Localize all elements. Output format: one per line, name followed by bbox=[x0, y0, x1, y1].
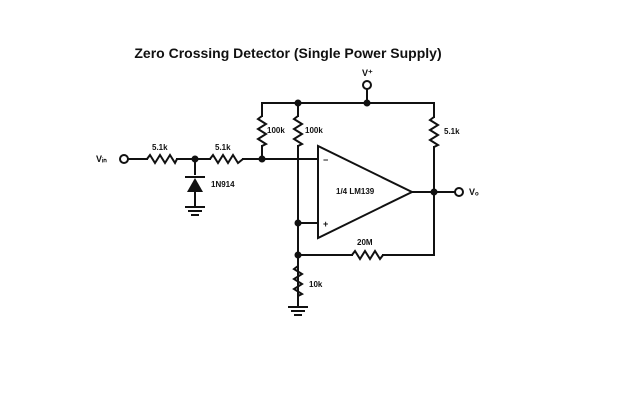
ground-symbol-diode bbox=[185, 206, 205, 216]
junction-output bbox=[430, 188, 438, 196]
resistor-pullup bbox=[428, 116, 441, 148]
resistor-r1 bbox=[146, 153, 178, 166]
label-diode: 1N914 bbox=[211, 180, 235, 189]
label-vin: Vᵢₙ bbox=[96, 154, 107, 164]
label-comparator: 1/4 LM139 bbox=[336, 187, 375, 196]
vout-terminal bbox=[454, 187, 464, 197]
junction-diode bbox=[191, 155, 199, 163]
vin-terminal bbox=[119, 154, 129, 164]
junction-minus bbox=[258, 155, 266, 163]
label-10k: 10k bbox=[309, 280, 323, 289]
junction-plus bbox=[294, 219, 302, 227]
label-feedback: 20M bbox=[357, 238, 373, 247]
ground-symbol-10k bbox=[288, 306, 308, 316]
label-minus-input: − bbox=[323, 155, 328, 165]
label-vplus: V⁺ bbox=[362, 68, 373, 78]
junction-feedback bbox=[294, 251, 302, 259]
vplus-terminal bbox=[362, 80, 372, 90]
diode-body bbox=[187, 178, 203, 192]
resistor-100k-a bbox=[256, 115, 269, 147]
label-pullup: 5.1k bbox=[444, 127, 460, 136]
junction-top-100k bbox=[294, 99, 302, 107]
label-r2: 5.1k bbox=[215, 143, 231, 152]
resistor-r2 bbox=[209, 153, 244, 165]
junction-vplus bbox=[363, 99, 371, 107]
label-100k-b: 100k bbox=[305, 126, 323, 135]
diagram-title: Zero Crossing Detector (Single Power Sup… bbox=[134, 45, 441, 61]
resistor-feedback bbox=[351, 249, 384, 261]
resistor-100k-b bbox=[292, 115, 305, 147]
label-vout: Vₒ bbox=[469, 187, 479, 197]
label-100k-a: 100k bbox=[267, 126, 285, 135]
comparator-triangle bbox=[317, 144, 415, 240]
label-plus-input: + bbox=[323, 219, 328, 229]
resistor-10k bbox=[292, 265, 305, 297]
label-r1: 5.1k bbox=[152, 143, 168, 152]
